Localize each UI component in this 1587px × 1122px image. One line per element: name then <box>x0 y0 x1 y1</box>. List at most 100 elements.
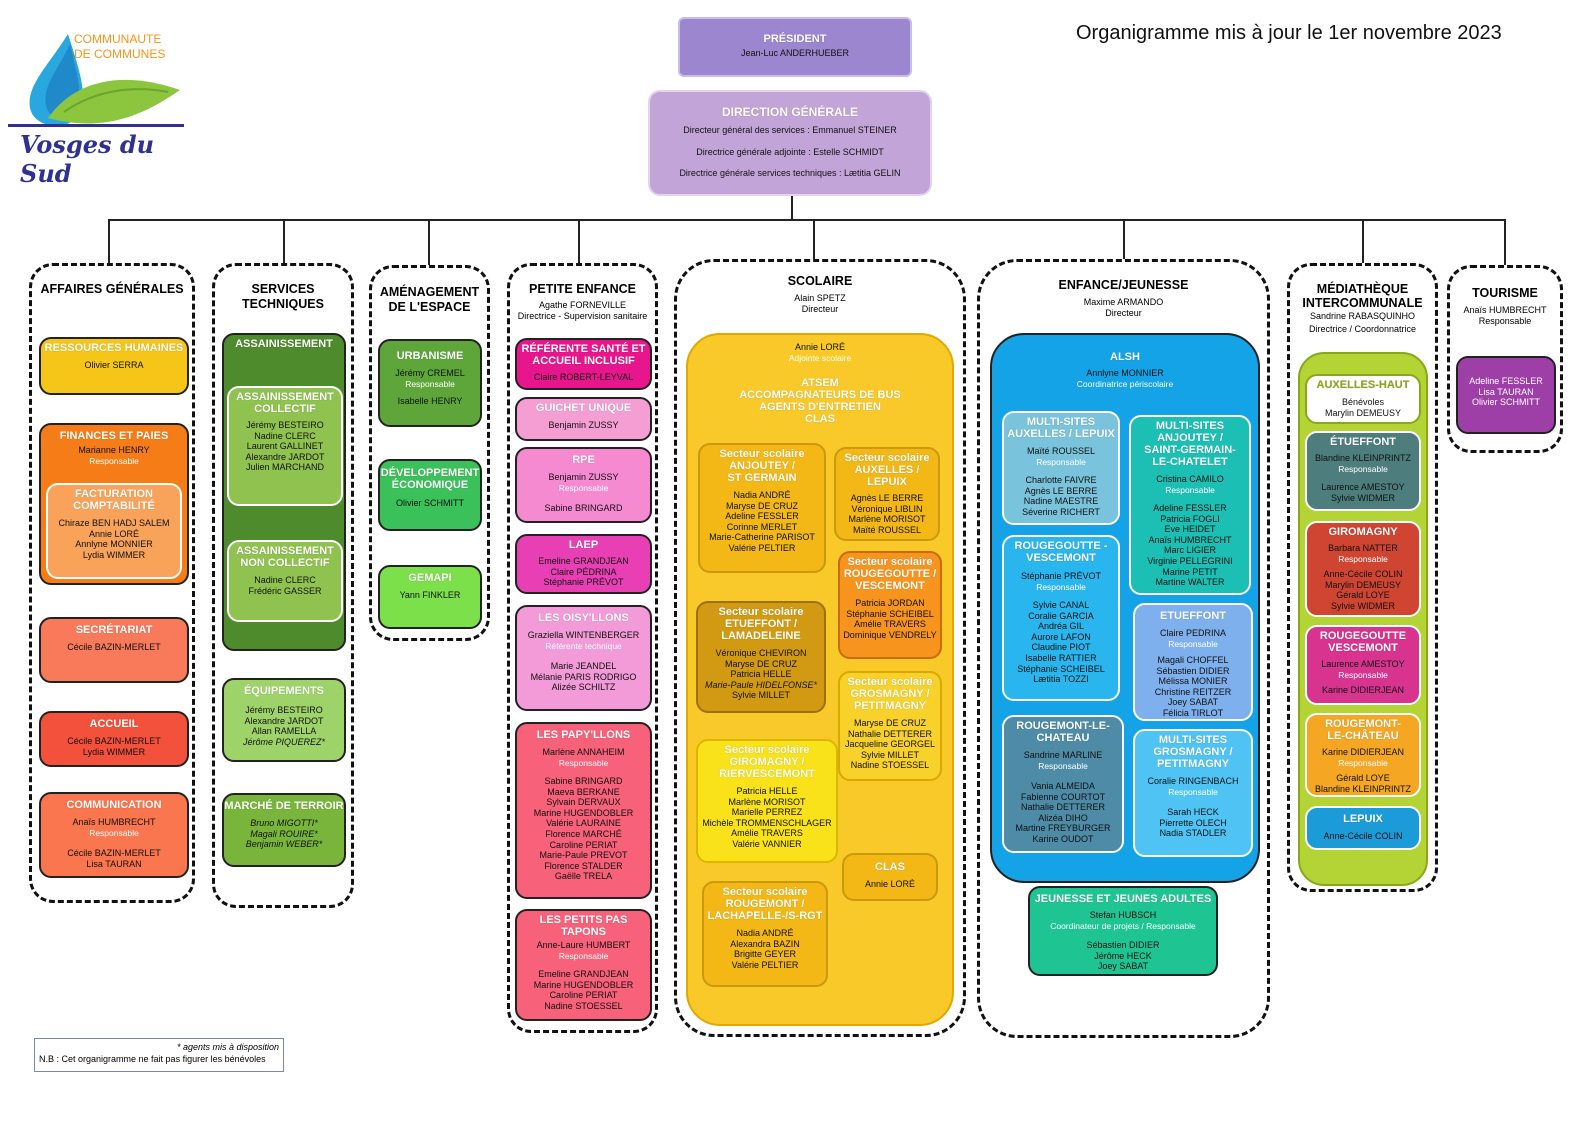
person: Agnès LE BERRE <box>850 493 924 503</box>
box-title: LES OISY'LLONS <box>538 612 629 624</box>
box-giromagny-med: GIROMAGNY Barbara NATTER Responsable Ann… <box>1305 521 1421 617</box>
box-petits-pas-tapons: LES PETITS PAS TAPONS Anne-Laure HUMBERT… <box>515 909 652 1021</box>
person: Benjamin ZUSSY <box>548 420 619 430</box>
box-title: MULTI-SITES <box>1155 420 1225 432</box>
box-title: GUICHET UNIQUE <box>535 402 632 414</box>
box-title: ETUEFFONT <box>1160 610 1226 622</box>
person: Cécile BAZIN-MERLET <box>67 736 161 746</box>
box-marche-de-terroir: MARCHÉ DE TERROIR Bruno MIGOTTI* Magali … <box>222 793 346 867</box>
person: Michèle TROMMENSCHLAGER <box>702 817 832 828</box>
box-title: VESCEMONT <box>1026 552 1096 564</box>
person: Marine PETIT <box>1162 566 1218 577</box>
person: Alizéa DIHO <box>1038 812 1088 823</box>
person: Virginie PELLEGRINI <box>1147 556 1233 567</box>
box-title: ROUGEMONT-LE- <box>1016 720 1110 732</box>
person: Anne-Cécile COLIN <box>1323 831 1403 841</box>
person: Olivier SCHMITT <box>396 498 464 508</box>
person: Sylvie MILLET <box>731 690 791 701</box>
person: Nathalie DETTERER <box>847 728 933 739</box>
box-urbanisme: URBANISME Jérémy CREMEL Responsable Isab… <box>378 339 482 427</box>
person: Joey SABAT <box>1167 697 1219 708</box>
person: Sylvie WIDMER <box>1330 600 1395 611</box>
person: Claudine PIOT <box>1031 642 1091 653</box>
box-laep: LAEP Emeline GRANDJEAN Claire PÉDRINA St… <box>515 534 652 594</box>
person: Valérie LAURAINE <box>546 818 621 829</box>
role: Responsable <box>1338 463 1388 474</box>
box-title: ROUGEGOUTTE <box>1319 630 1407 642</box>
box-title: FACTURATION <box>74 488 153 500</box>
box-title: PETITMAGNY <box>853 700 927 712</box>
box-secteur-auxelles: Secteur scolaire AUXELLES / LEPUIX Agnès… <box>834 447 940 541</box>
person: Marianne HENRY <box>78 445 150 455</box>
box-title: CHATEAU <box>1036 732 1090 744</box>
person: Florence STALDER <box>544 860 623 871</box>
box-title: LACHAPELLE-/S-RGT <box>707 910 823 922</box>
box-title: AUXELLES / <box>854 464 920 476</box>
box-title: Secteur scolaire <box>719 448 805 460</box>
person: Lisa TAURAN <box>86 858 142 869</box>
connector-line <box>1123 219 1125 261</box>
column-title: TECHNIQUES <box>242 297 324 311</box>
person: Valérie PELTIER <box>728 542 796 553</box>
person: Marylin DEMEUSY <box>1324 579 1401 590</box>
box-guichet-unique: GUICHET UNIQUE Benjamin ZUSSY <box>515 397 652 441</box>
box-title: Secteur scolaire <box>724 744 810 756</box>
box-title: LE-CHATELET <box>1152 456 1228 468</box>
box-title: SECRÉTARIAT <box>75 624 153 636</box>
person: Isabelle RATTIER <box>1025 653 1097 664</box>
person: Andréa GIL <box>1037 621 1085 632</box>
role: Responsable <box>1165 484 1215 495</box>
person: Cécile BAZIN-MERLET <box>67 848 161 859</box>
person: Anne-Cécile COLIN <box>1323 569 1403 580</box>
box-title: ACCUEIL INCLUSIF <box>532 355 635 367</box>
person: Sylvie CANAL <box>1032 600 1090 611</box>
person: Charlotte FAIVRE <box>1025 475 1097 486</box>
box-referente-sante: RÉFÉRENTE SANTÉ ET ACCUEIL INCLUSIF Clai… <box>515 338 652 390</box>
person: Valérie VANNIER <box>732 838 802 849</box>
box-secteur-anjoutey: Secteur scolaire ANJOUTEY / ST GERMAIN N… <box>698 443 826 573</box>
person: Séverine RICHERT <box>1022 506 1100 517</box>
box-title: LAMADELEINE <box>721 630 801 642</box>
column-amenagement: AMÉNAGEMENT DE L'ESPACE URBANISME Jérémy… <box>369 265 490 641</box>
person: Brigitte GEYER <box>733 949 797 960</box>
logo-line1: COMMUNAUTE <box>74 32 162 46</box>
box-title: RÉFÉRENTE SANTÉ ET <box>521 343 646 355</box>
box-gemapi: GEMAPI Yann FINKLER <box>378 565 482 629</box>
person: Stéphanie SCHEIBEL <box>846 608 934 619</box>
footnote-line: N.B : Cet organigramme ne fait pas figur… <box>39 1054 266 1064</box>
box-title: Secteur scolaire <box>718 606 804 618</box>
box-title: ÉTUEFFONT <box>1330 436 1396 448</box>
person: Graziella WINTENBERGER <box>527 630 640 640</box>
box-jeunesse: JEUNESSE ET JEUNES ADULTES Stefan HUBSCH… <box>1028 886 1218 976</box>
person: Marylin DEMEUSY <box>1324 407 1401 418</box>
person: Agnès LE BERRE <box>1024 485 1098 496</box>
box-secretariat: SECRÉTARIAT Cécile BAZIN-MERLET <box>39 617 189 683</box>
box-title: RIERVESCEMONT <box>719 768 815 780</box>
person: Amélie TRAVERS <box>854 619 926 630</box>
person: Sébastien DIDIER <box>1086 940 1160 951</box>
role: Responsable <box>405 378 455 389</box>
box-title: NON COLLECTIF <box>240 557 330 569</box>
person: Adeline FESSLER <box>725 511 799 522</box>
person: Joey SABAT <box>1097 961 1149 972</box>
box-title: ST GERMAIN <box>727 472 797 484</box>
adjoint-name: Annie LORÉ <box>794 342 846 352</box>
person: Marlène MORISOT <box>728 796 806 807</box>
person: Stéphanie SCHEIBEL <box>1017 663 1105 674</box>
person: Lydia WIMMER <box>82 549 146 560</box>
group-title: CLAS <box>805 413 835 426</box>
column-head: Maxime ARMANDO <box>1083 297 1164 307</box>
box-title: ROUGEMONT / <box>725 898 805 910</box>
role: Responsable <box>89 455 139 466</box>
person: Laurence AMESTOY <box>1321 482 1405 493</box>
box-title: GIROMAGNY / <box>729 756 805 768</box>
person: Olivier SCHMITT <box>1472 397 1540 408</box>
group-title: ATSEM <box>801 377 839 390</box>
box-title: ASSAINISSEMENT <box>235 338 333 350</box>
role: Responsable <box>558 950 609 961</box>
direction-line: Directrice générale services techniques … <box>679 168 901 179</box>
person: Nathalie DETTERER <box>1020 802 1106 813</box>
column-title: ENFANCE/JEUNESSE <box>1058 278 1189 292</box>
connector-line <box>578 219 580 265</box>
person: Christine REITZER <box>1154 686 1232 697</box>
